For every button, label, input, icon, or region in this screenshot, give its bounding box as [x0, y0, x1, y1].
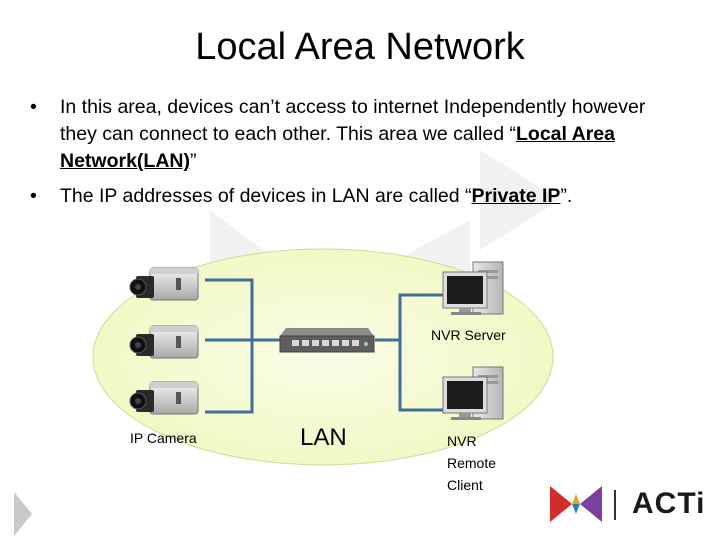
ip-camera-label: IP Camera	[130, 430, 197, 446]
acti-logo-icon	[550, 486, 616, 522]
bullet-item: • The IP addresses of devices in LAN are…	[28, 183, 668, 210]
acti-logo-text: ACTi	[632, 487, 706, 520]
nvr-server-label: NVR Server	[431, 327, 506, 343]
client-label-line: Remote	[447, 455, 497, 471]
bullet-text-end: ”.	[560, 185, 573, 207]
lan-label: LAN	[300, 424, 347, 451]
camera-icon	[129, 381, 199, 415]
page-title: Local Area Network	[195, 26, 525, 68]
client-label-line: Client	[447, 477, 483, 493]
bullet-emphasis: Local Area Network(LAN)	[60, 123, 615, 172]
camera-icon	[129, 267, 199, 301]
nvr-remote-client-label: NVR Remote Client	[447, 430, 527, 496]
bullet-emphasis: Private IP	[471, 185, 561, 207]
computer-icon	[442, 366, 504, 420]
network-switch-icon	[279, 328, 375, 353]
bullet-list: • In this area, devices can’t access to …	[28, 94, 668, 218]
network-links	[205, 278, 448, 414]
bullet-text: In this area, devices can’t access to in…	[60, 96, 646, 145]
client-label-line: NVR	[447, 433, 477, 449]
computer-icon	[442, 261, 504, 315]
bullet-text: The IP addresses of devices in LAN are c…	[60, 185, 472, 207]
bullet-item: • In this area, devices can’t access to …	[28, 94, 668, 175]
bullet-dot-icon: •	[30, 96, 37, 118]
camera-icon	[129, 325, 199, 359]
bullet-dot-icon: •	[30, 185, 37, 207]
slide-nav-arrow-icon[interactable]	[14, 492, 32, 536]
bullet-text-end: ”	[190, 150, 197, 172]
